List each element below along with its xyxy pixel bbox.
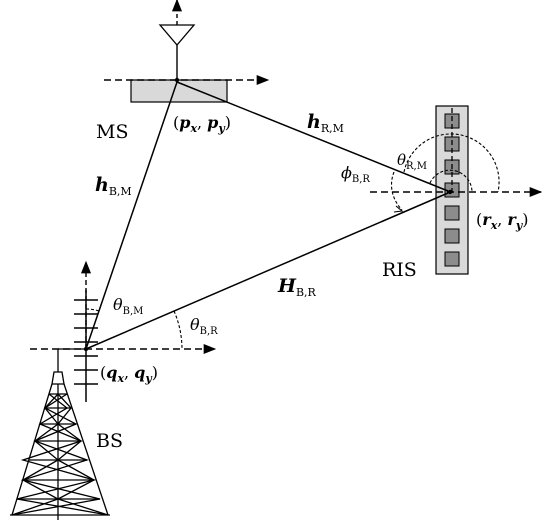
angle-theta-bm-label: θB,M	[113, 295, 143, 317]
ris-point	[447, 189, 453, 195]
ris-coordinate: (rx, ry)	[476, 210, 529, 232]
ris-label: RIS	[382, 259, 417, 281]
arc-phi-br	[390, 171, 403, 211]
ms-coordinate: (px, py)	[173, 113, 231, 135]
bs-label: BS	[96, 430, 123, 452]
ris-element	[444, 205, 460, 221]
channel-H-br-label: HB,R	[277, 275, 317, 299]
angle-phi-br-label: ϕB,R	[341, 163, 370, 185]
channel-h-rm-label: hR,M	[307, 111, 344, 135]
ms-antenna-icon	[158, 0, 196, 80]
angle-theta-rm-label: θR,M	[397, 151, 427, 172]
arc-theta-rm	[429, 169, 473, 193]
ris-element	[444, 251, 460, 267]
angle-theta-br-label: θB,R	[190, 315, 218, 337]
ms-label: MS	[96, 121, 128, 143]
ris-element	[444, 228, 460, 244]
channel-h-bm-label: hB,M	[95, 174, 132, 198]
link-bs-ms	[85, 81, 178, 350]
link-bs-ris	[85, 192, 449, 350]
bs-tower-icon	[10, 348, 110, 520]
link-ms-ris	[176, 81, 449, 192]
bs-coordinate: (qx, qy)	[100, 363, 158, 385]
arc-theta-bm	[85, 308, 100, 312]
arc-theta-rm-outer	[403, 133, 500, 193]
arc-theta-br	[173, 310, 183, 350]
ms-point	[174, 77, 180, 83]
